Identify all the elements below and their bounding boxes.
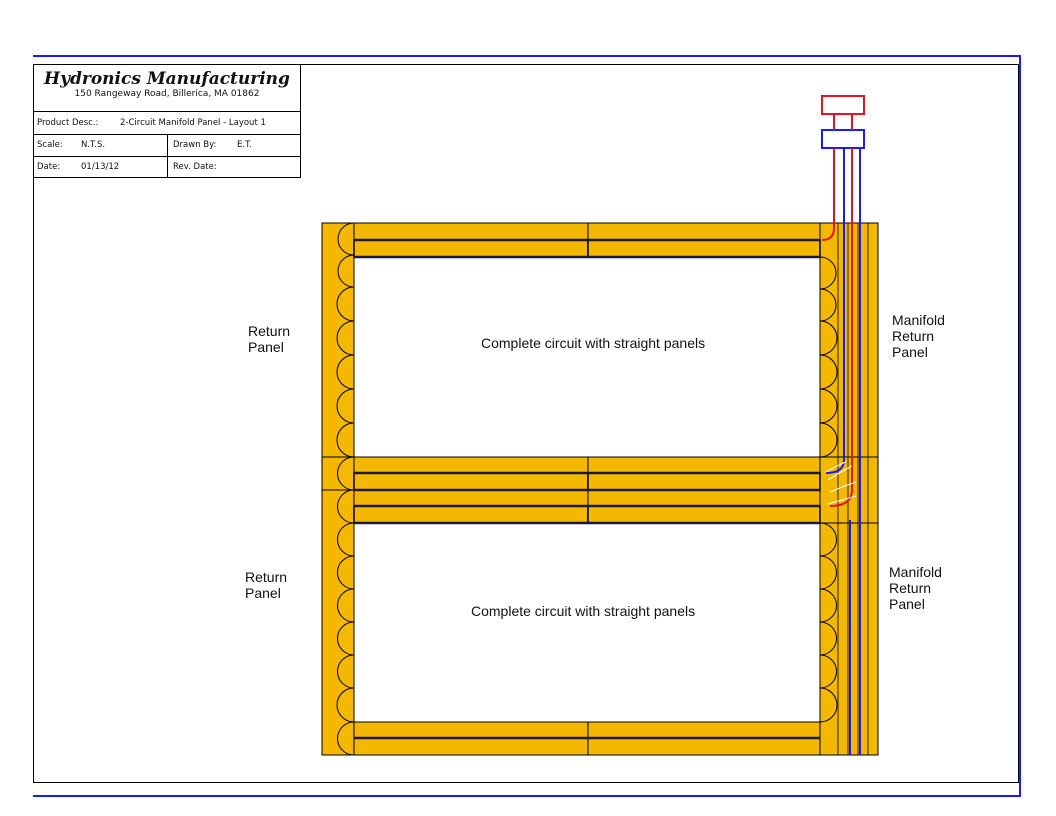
straight-panel-top-2b [587,239,821,258]
product-desc-value: 2-Circuit Manifold Panel - Layout 1 [120,118,266,128]
straight-panel-top-1a [353,222,589,241]
manifold-top-line2: Return [892,328,935,344]
manifold-bottom-line3: Panel [889,596,925,612]
date-label: Date: [37,162,61,172]
rev-date-label: Rev. Date: [173,162,217,172]
manifold-top-label: Manifold Return Panel [892,312,945,360]
supply-manifold [821,95,865,115]
straight-panel-bottom-2b [587,737,821,756]
mid-loop-details [825,461,857,505]
title-block: Hydronics Manufacturing 150 Rangeway Roa… [33,64,301,178]
right-return-arcs [819,256,838,723]
right-manifold-panel-top [819,222,879,461]
return-panel-top-label: Return Panel [248,323,290,355]
company-address: 150 Rangeway Road, Billerica, MA 01862 [74,89,260,99]
top-blue-rule [33,55,1021,57]
straight-panel-mid-1a [353,456,589,474]
manifold-bottom-label: Manifold Return Panel [889,564,942,612]
return-pipes [825,148,861,755]
return-panel-bottom-label: Return Panel [245,569,287,601]
product-desc-label: Product Desc.: [37,118,99,128]
scale-label: Scale: [37,140,63,150]
title-block-header: Hydronics Manufacturing 150 Rangeway Roa… [34,65,300,112]
scale-value: N.T.S. [81,140,106,150]
circuit-top-label: Complete circuit with straight panels [481,335,706,351]
return-panel-top-line1: Return [248,323,291,339]
manifold-top-line1: Manifold [892,312,945,328]
straight-panel-bottom-2a [353,737,589,756]
company-name: Hydronics Manufacturing [44,69,290,89]
right-manifold-panel-mid [819,456,879,524]
straight-panel-mid-3a [353,489,589,507]
left-return-arcs [336,222,355,756]
circuit-bottom-label: Complete circuit with straight panels [471,603,696,619]
straight-panel-mid-2b [587,472,821,491]
left-return-panel-top [321,222,355,461]
return-panel-bottom-line2: Panel [245,585,281,601]
straight-panel-mid-2a [353,472,589,491]
drawn-by-label: Drawn By: [173,140,217,150]
scale-divider [167,134,168,156]
bottom-blue-rule [33,795,1021,797]
straight-panel-mid-1b [587,456,821,474]
return-manifold [821,129,865,149]
tube-lines [354,238,820,740]
straight-panel-mid-4a [353,505,589,524]
date-row: Date: 01/13/12 Rev. Date: [34,156,300,178]
drawn-by-value: E.T. [237,140,252,150]
straight-panel-bottom-1a [353,721,589,739]
return-panel-bottom-line1: Return [245,569,288,585]
date-value: 01/13/12 [81,162,120,172]
straight-panel-bottom-1b [587,721,821,739]
return-panel-top-line2: Panel [248,339,284,355]
straight-panel-mid-3b [587,489,821,507]
straight-panel-top-1b [587,222,821,241]
drawing-border [33,64,1019,783]
manifold-top-line3: Panel [892,344,928,360]
straight-panel-mid-4b [587,505,821,524]
right-blue-rule [1019,55,1021,797]
manifold-bottom-line1: Manifold [889,564,942,580]
straight-panel-top-2a [353,239,589,258]
supply-pipes [821,148,853,507]
date-divider [167,156,168,178]
manifold-bottom-line2: Return [889,580,932,596]
